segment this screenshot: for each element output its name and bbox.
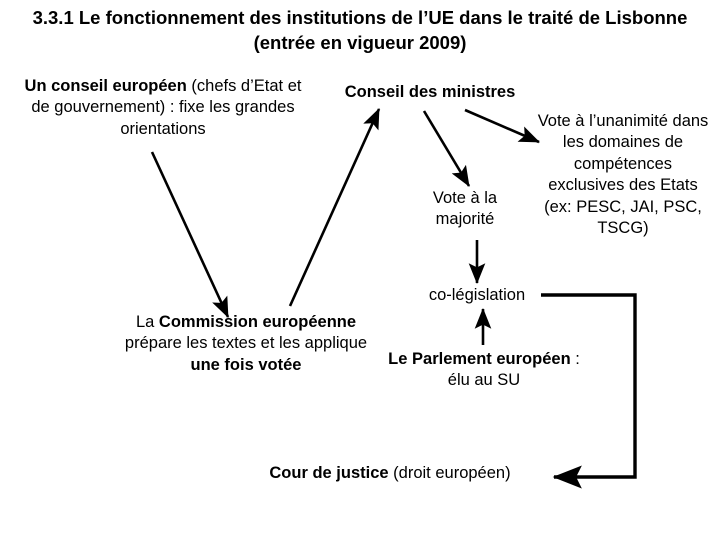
page-title: 3.3.1 Le fonctionnement des institutions…	[32, 7, 688, 53]
node-parlement-bold-name: Le Parlement européen	[388, 350, 571, 368]
node-commission-bold-tail: une fois votée	[190, 355, 302, 374]
node-conseil-europeen: Un conseil européen (chefs d’Etat et de …	[24, 76, 302, 140]
node-colegislation: co-législation	[428, 286, 526, 304]
node-vote-majorite: Vote à la majorité	[432, 189, 498, 229]
node-commission: La Commission européenne prépare les tex…	[110, 312, 382, 376]
connector-conseil-ministres-to-vote-unanimite	[464, 108, 540, 144]
connector-commission-to-conseil-ministres	[288, 108, 381, 307]
connector-conseil-europeen-to-commission	[150, 151, 230, 318]
node-vote-unanimite: Vote à l’unanimité dans les domaines de …	[537, 112, 709, 238]
node-cour-justice-bold-name: Cour de justice	[269, 464, 389, 482]
connector-conseil-ministres-to-vote-majorite	[422, 110, 471, 187]
node-parlement: Le Parlement européen : élu au SU	[378, 349, 590, 392]
node-conseil-europeen-rest: (chefs d’Etat et de gouvernement) : fixe…	[31, 77, 302, 138]
node-cour-justice-rest: (droit européen)	[388, 464, 511, 482]
node-commission-middle: prépare les textes et les applique	[124, 334, 368, 353]
node-parlement-rest: : élu au SU	[447, 350, 580, 390]
node-conseil-europeen-bold: Un conseil européen	[24, 77, 187, 95]
node-commission-lead: La	[135, 313, 159, 331]
node-commission-bold-name: Commission européenne	[158, 313, 357, 331]
node-cour-justice: Cour de justice (droit européen)	[230, 463, 550, 484]
node-conseil-ministres: Conseil des ministres	[344, 83, 516, 101]
